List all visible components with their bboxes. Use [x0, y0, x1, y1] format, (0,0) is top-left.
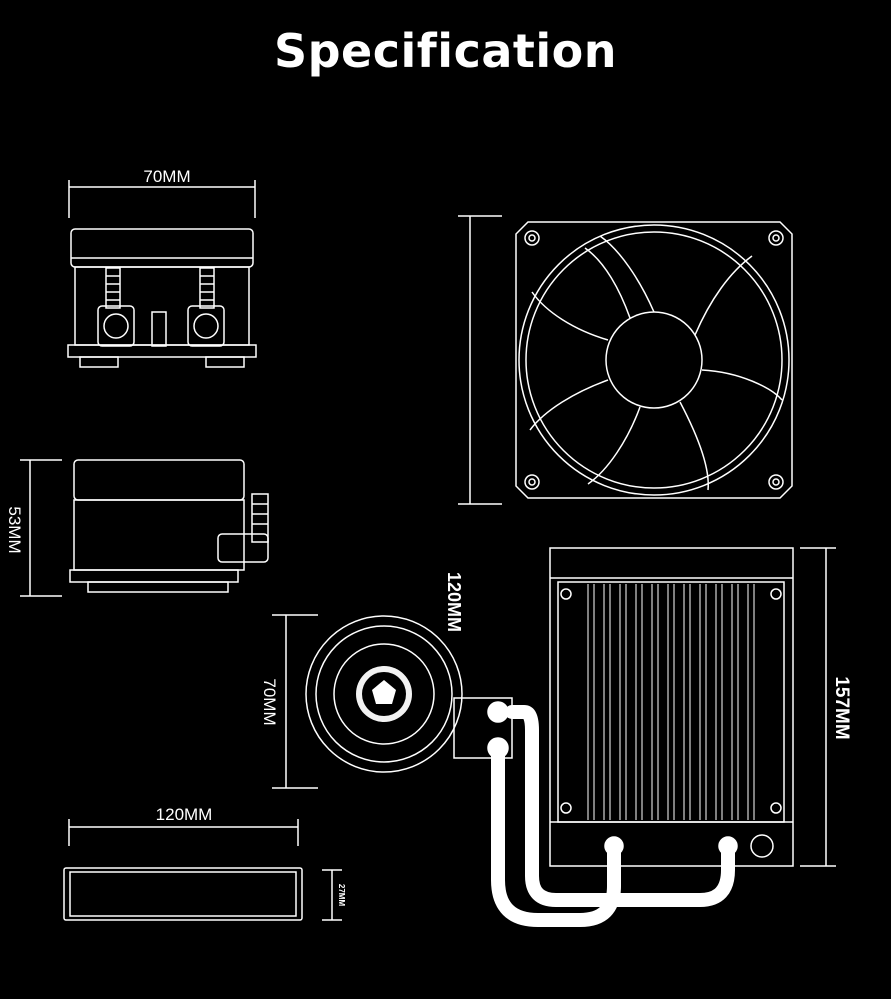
pump-top-view [272, 614, 513, 789]
radiator-fins [587, 584, 755, 820]
label-radiator-width: 120MM [156, 805, 213, 824]
radiator-view [549, 547, 836, 867]
fan-blades [529, 235, 783, 491]
label-pump-diameter: 70MM [260, 678, 279, 725]
pump-side-view [20, 459, 269, 597]
label-radiator-length: 157MM [831, 676, 852, 739]
label-pump-width: 70MM [143, 167, 190, 186]
label-pump-height: 53MM [5, 506, 24, 553]
label-radiator-thickness: 27MM [337, 884, 346, 907]
page-title: Specification [274, 24, 617, 78]
logo-icon [372, 680, 396, 704]
pump-front-view [67, 180, 257, 368]
radiator-side-view [63, 819, 342, 921]
label-fan-size: 120MM [444, 572, 464, 632]
coolant-tubes [491, 705, 735, 927]
fan-front-view [458, 215, 793, 505]
